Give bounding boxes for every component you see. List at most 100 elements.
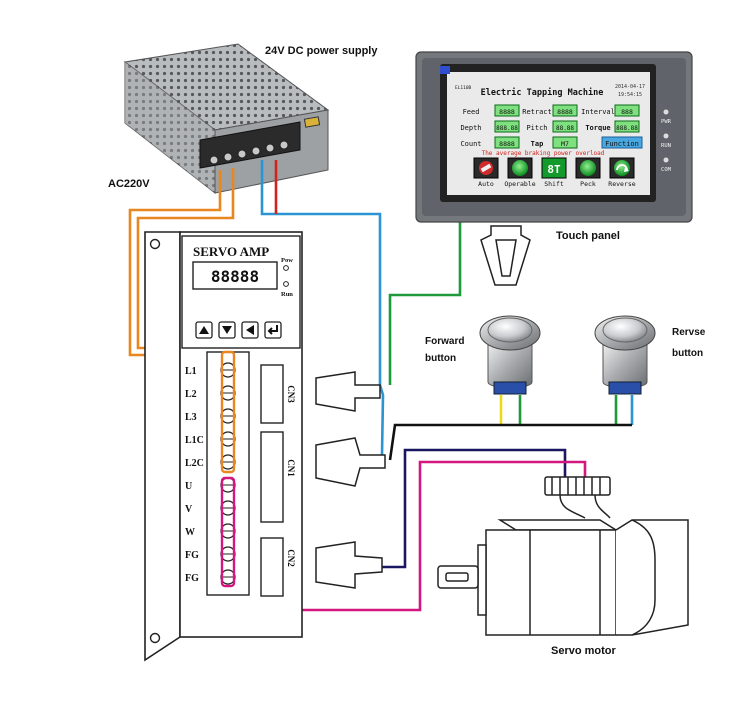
servo-terminal-labels: L1 L2 L3 L1C L2C U V W FG FG <box>185 366 204 584</box>
hmi-tap-field[interactable] <box>552 136 578 149</box>
servo-pow-led-label: Pow <box>281 257 293 264</box>
hmi-auto-button[interactable] <box>473 157 499 179</box>
hmi-auto-label: Auto <box>478 180 494 188</box>
forward-button-label-2: button <box>425 353 456 364</box>
cn3-port <box>260 364 284 424</box>
hmi-feed-value: 8888 <box>499 108 515 116</box>
run-led-label: RUN <box>661 143 671 149</box>
hmi-depth-field[interactable] <box>494 120 520 133</box>
reverse-button-label: Rervse <box>672 327 706 338</box>
terminal-label: L3 <box>185 412 197 423</box>
green-lamp-icon <box>512 160 528 176</box>
hmi-interval-value: 888 <box>621 108 633 116</box>
panel-green-wire <box>388 220 462 385</box>
servo-motor <box>437 476 689 636</box>
common-black-wire <box>388 423 632 461</box>
cn1-plug <box>315 437 386 487</box>
terminal-label: FG <box>185 550 199 561</box>
hmi-interval-label: Interval <box>581 108 615 116</box>
reverse-button <box>594 315 656 395</box>
hmi-operable-button[interactable] <box>507 157 533 179</box>
pwr-led-label: PWR <box>661 119 672 125</box>
terminal-label: L1 <box>185 366 197 377</box>
com-led-label: COM <box>661 167 672 173</box>
cn2-port <box>260 537 284 597</box>
power-supply-label: 24V DC power supply <box>265 45 378 57</box>
hmi-peck-button[interactable] <box>575 157 601 179</box>
hmi-operable-label: Operable <box>504 180 535 188</box>
hmi-count-value: 8888 <box>499 140 515 148</box>
dsub-plugs <box>315 225 531 589</box>
hmi-peck-label: Peck <box>580 180 596 188</box>
power-supply-screw-terminals <box>209 140 289 165</box>
servo-amp: 88888 CN3 <box>144 231 303 662</box>
hmi-shift-button[interactable]: 8T <box>541 157 567 179</box>
hmi-depth-label: Depth <box>460 124 481 132</box>
terminal-label: W <box>185 527 195 538</box>
hmi-reverse-button[interactable] <box>609 157 635 179</box>
hmi-date: 2014-04-17 <box>615 84 645 90</box>
hmi-pitch-label: Pitch <box>526 124 547 132</box>
hmi-pitch-field[interactable] <box>552 120 578 133</box>
hmi-model: EL110B <box>455 85 472 91</box>
hmi-tap-label: Tap <box>531 140 544 148</box>
forward-button <box>479 315 541 395</box>
touch-panel-label: Touch panel <box>556 230 620 242</box>
reverse-button-label-2: button <box>672 348 703 359</box>
servo-run-led-label: Run <box>281 291 293 298</box>
hmi-function-label: Function <box>605 140 639 148</box>
hmi-title: Electric Tapping Machine <box>481 87 604 98</box>
hmi-retract-field[interactable] <box>552 104 578 117</box>
ac-input-label: AC220V <box>108 178 150 190</box>
shift-icon: 8T <box>547 163 561 176</box>
hmi-function-button[interactable] <box>601 136 643 149</box>
hmi-torque-value: 888.88 <box>616 125 638 132</box>
hmi-feed-field[interactable] <box>494 104 520 117</box>
servo-keypad <box>195 321 282 339</box>
hmi-torque-label: Torque <box>585 124 610 132</box>
cn2-label: CN2 <box>286 549 296 567</box>
hmi-shift-label: Shift <box>544 180 564 188</box>
reverse-arrow-icon <box>616 164 628 171</box>
servo-motor-label: Servo motor <box>551 645 617 657</box>
servo-display-digits: 88888 <box>211 267 259 286</box>
hmi-retract-value: 8888 <box>557 108 573 116</box>
hmi-count-field[interactable] <box>494 136 520 149</box>
cn2-plug <box>315 541 383 589</box>
forward-button-label: Forward <box>425 336 464 347</box>
up-arrow-icon <box>199 326 209 334</box>
enter-arrow-icon <box>267 325 278 335</box>
hmi-retract-label: Retract <box>522 108 552 116</box>
down-arrow-icon <box>222 326 232 334</box>
terminal-label: FG <box>185 573 199 584</box>
servo-amp-title: SERVO AMP <box>193 244 269 259</box>
hmi-interval-field[interactable] <box>614 104 640 117</box>
green-lamp-icon <box>580 160 596 176</box>
cn1-label: CN1 <box>286 459 296 477</box>
hmi-time: 19:54:15 <box>618 92 642 98</box>
terminal-label: U <box>185 481 192 492</box>
hmi-alarm-text: The average braking power overload <box>482 150 605 157</box>
hmi-reverse-label: Reverse <box>608 180 635 188</box>
touch-panel-screen: EL110B Electric Tapping Machine 2014-04-… <box>455 84 645 188</box>
touch-panel-logo <box>440 66 450 74</box>
terminal-label: V <box>185 504 193 515</box>
cn3-label: CN3 <box>286 385 296 403</box>
cn3-plug <box>315 371 381 412</box>
hmi-feed-label: Feed <box>463 108 480 116</box>
servo-display <box>192 261 278 290</box>
touch-panel-plug <box>480 225 531 286</box>
hmi-torque-field[interactable] <box>614 120 640 133</box>
left-arrow-icon <box>246 325 254 335</box>
power-supply <box>123 43 330 195</box>
hmi-count-label: Count <box>460 140 481 148</box>
terminal-label: L1C <box>185 435 204 446</box>
hmi-depth-value: 888.88 <box>496 125 518 132</box>
cn1-port <box>260 431 284 523</box>
motor-connector <box>544 476 611 496</box>
servo-terminal-screws <box>220 362 236 585</box>
hmi-pitch-value: 88.88 <box>556 125 574 132</box>
selector-switch-icon <box>480 163 492 173</box>
terminal-label: L2 <box>185 389 197 400</box>
